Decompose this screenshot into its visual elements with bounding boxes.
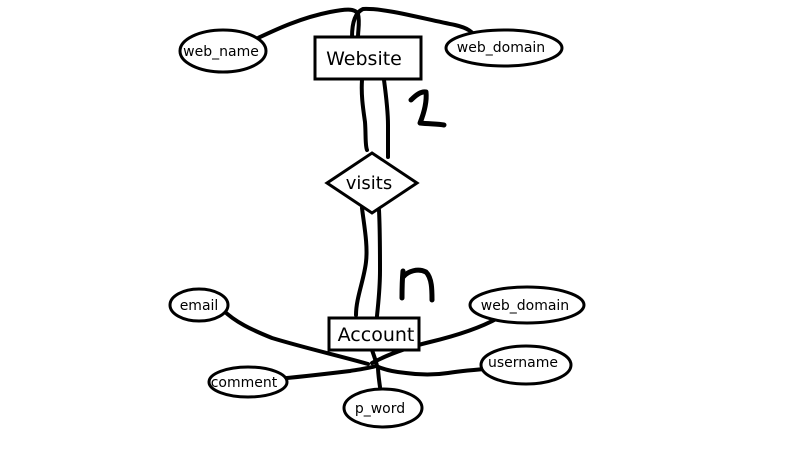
attribute-web-name[interactable]: web_name: [178, 28, 268, 74]
connector-email: [221, 308, 370, 366]
connector-web-name: [256, 7, 361, 40]
relationship-visits[interactable]: visits: [324, 151, 420, 215]
entity-website[interactable]: Website: [313, 35, 423, 81]
connector-username: [374, 364, 502, 377]
attribute-username-label: username: [488, 355, 558, 371]
attribute-p-word-label: p_word: [355, 401, 405, 417]
cardinality-one-mark: 1: [408, 89, 447, 128]
connector-visits-account-right: [375, 208, 382, 318]
attribute-web-name-label: web_name: [183, 44, 259, 60]
connector-comment: [274, 364, 378, 381]
connector-p-word: [376, 365, 382, 389]
attribute-account-web-domain-label: web_domain: [481, 298, 569, 314]
attribute-p-word[interactable]: p_word: [342, 387, 424, 429]
cardinality-n-mark: n: [399, 267, 435, 303]
connector-visits-account-left: [354, 206, 369, 317]
connector-website-visits-left: [359, 78, 369, 152]
attribute-comment[interactable]: comment: [207, 365, 289, 399]
relationship-visits-label: visits: [346, 173, 392, 194]
connector-website-visits-right: [382, 78, 390, 159]
attribute-email-label: email: [180, 298, 219, 314]
attribute-web-domain-label: web_domain: [457, 40, 545, 56]
attribute-email[interactable]: email: [168, 287, 230, 323]
attribute-comment-label: comment: [211, 375, 278, 391]
entity-account[interactable]: Account: [327, 316, 421, 352]
connector-web-domain-account: [370, 316, 500, 365]
attribute-web-domain[interactable]: web_domain: [444, 28, 564, 68]
entity-website-label: Website: [326, 48, 402, 70]
attribute-username[interactable]: username: [479, 344, 573, 386]
attribute-account-web-domain[interactable]: web_domain: [468, 285, 586, 325]
entity-account-label: Account: [338, 324, 415, 346]
connector-web-domain: [350, 6, 478, 40]
